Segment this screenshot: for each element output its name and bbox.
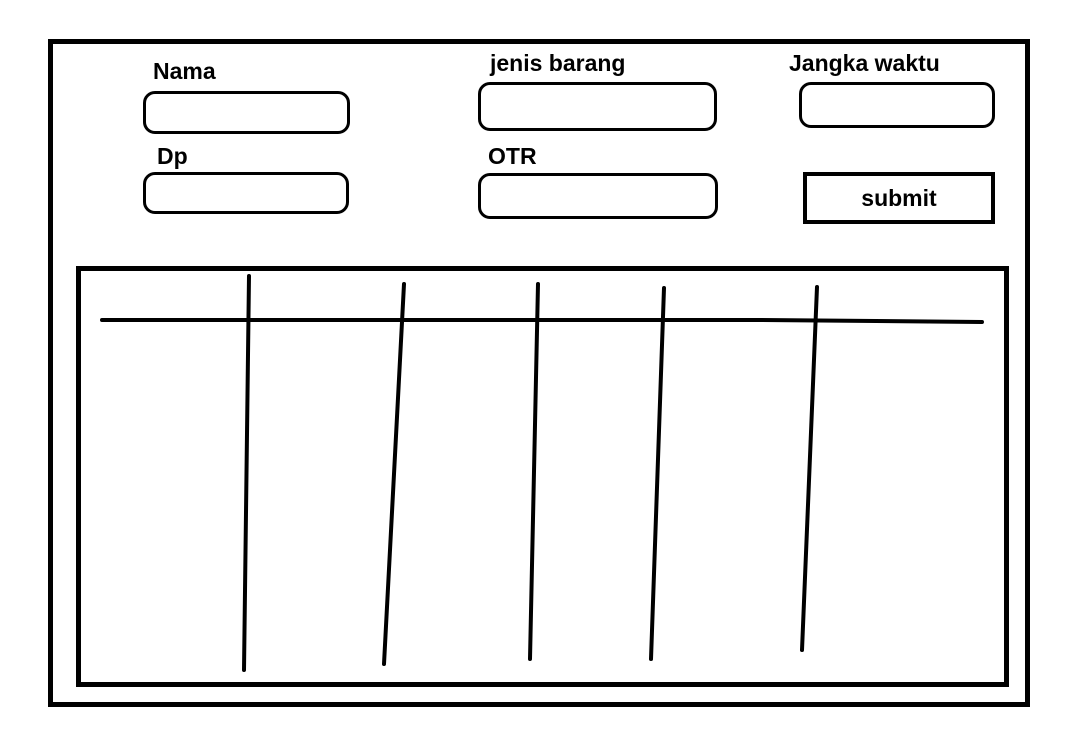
- jangka-waktu-label: Jangka waktu: [789, 50, 940, 76]
- nama-label: Nama: [153, 58, 216, 84]
- window-frame: [48, 39, 1030, 707]
- jenis-barang-input[interactable]: [478, 82, 717, 131]
- submit-button[interactable]: submit: [803, 172, 995, 224]
- otr-input[interactable]: [478, 173, 718, 219]
- data-table: [76, 266, 1009, 687]
- otr-label: OTR: [488, 143, 537, 169]
- nama-input[interactable]: [143, 91, 350, 134]
- dp-label: Dp: [157, 143, 188, 169]
- jenis-barang-label: jenis barang: [490, 50, 626, 76]
- dp-input[interactable]: [143, 172, 349, 214]
- jangka-waktu-input[interactable]: [799, 82, 995, 128]
